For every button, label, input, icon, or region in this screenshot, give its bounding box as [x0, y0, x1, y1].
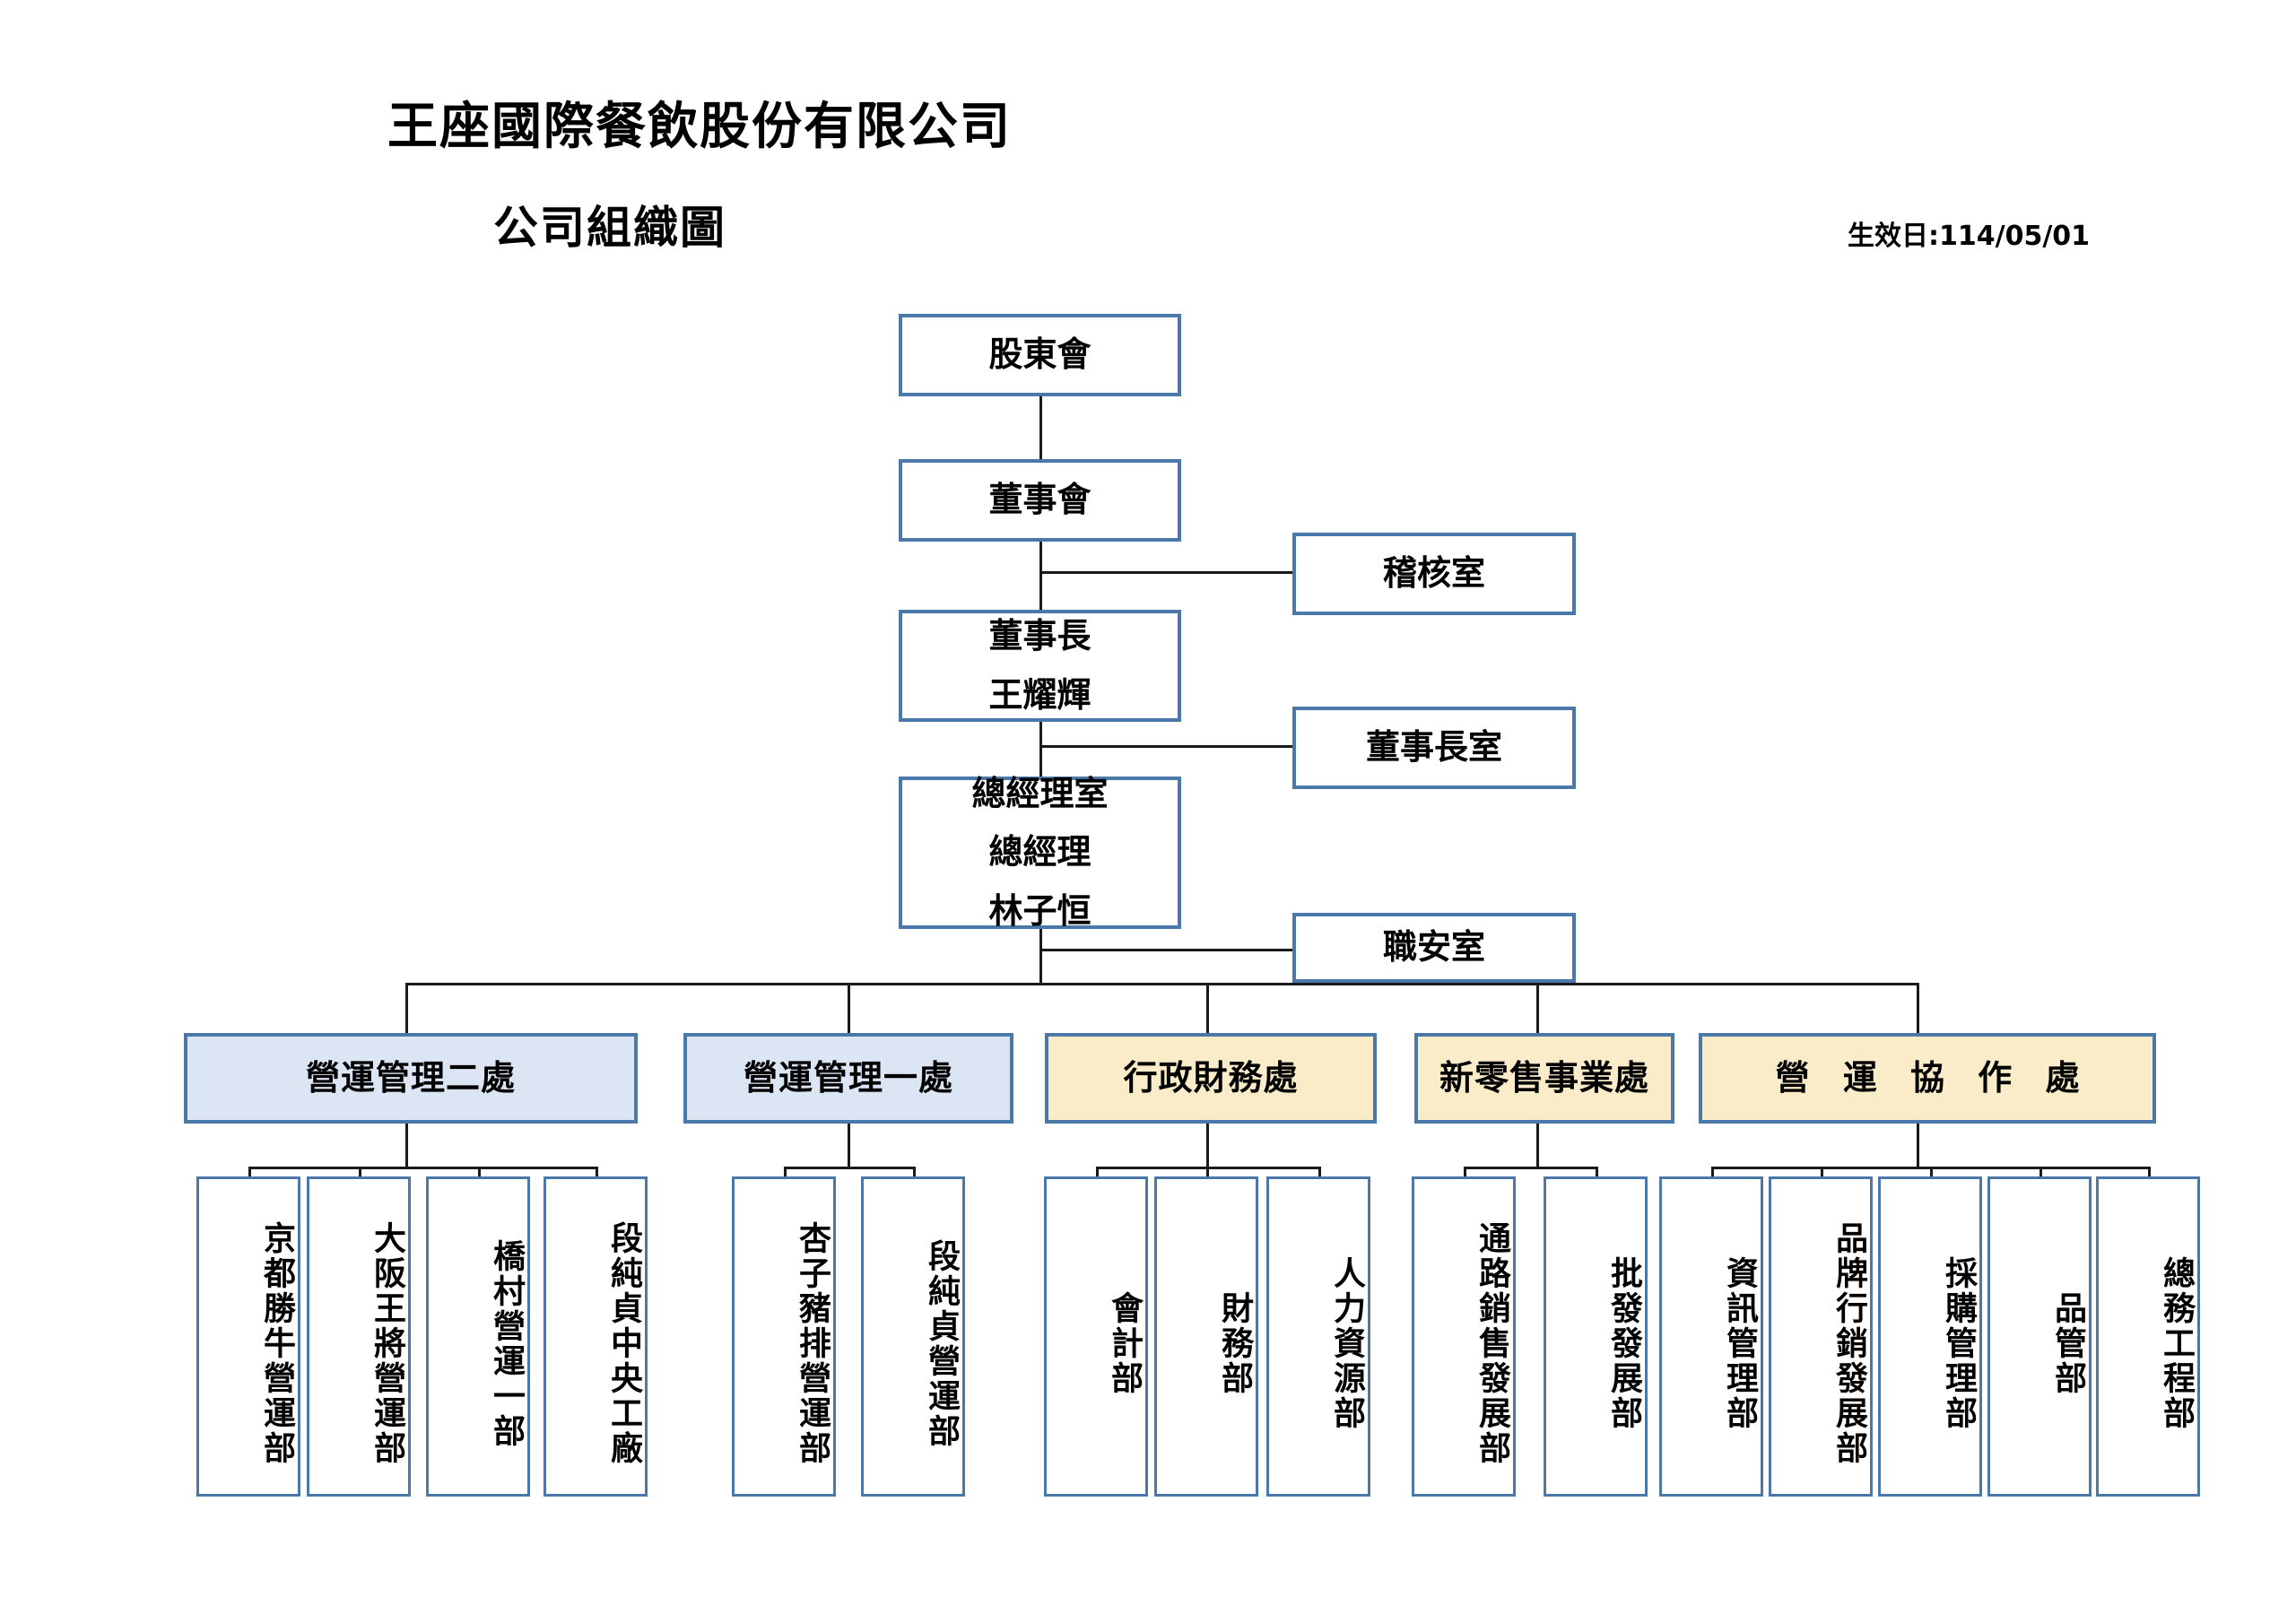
division-2-label: 行政財務處 — [1123, 1057, 1299, 1098]
division-4-label: 營 運 協 作 處 — [1775, 1057, 2091, 1098]
node-chairman[interactable]: 董事長 王耀輝 — [899, 610, 1181, 722]
node-audit-office[interactable]: 稽核室 — [1292, 533, 1576, 615]
connector-div4-bus — [1711, 1167, 2148, 1169]
division-0-label: 營運管理二處 — [305, 1057, 516, 1098]
node-shareholders[interactable]: 股東會 — [899, 314, 1181, 396]
effective-date: 生效日:114/05/01 — [1848, 221, 2091, 252]
department-4-4-label: 總務工程部 — [2158, 1256, 2195, 1431]
department-2-1-label: 財務部 — [1216, 1291, 1253, 1396]
department-2-0[interactable]: 會計部 — [1044, 1176, 1148, 1497]
department-0-3[interactable]: 段純貞中央工廠 — [544, 1176, 648, 1497]
node-audit-office-label: 稽核室 — [1382, 553, 1485, 594]
node-chairman-name: 王耀輝 — [988, 674, 1091, 715]
division-3-label: 新零售事業處 — [1439, 1057, 1649, 1098]
department-4-1[interactable]: 品牌行銷發展部 — [1769, 1176, 1873, 1497]
connector-gm-bus — [1039, 925, 1042, 985]
department-4-3-label: 品管部 — [2049, 1291, 2086, 1396]
division-2[interactable]: 行政財務處 — [1045, 1033, 1377, 1124]
node-gm-office-label: 總經理室 — [971, 774, 1109, 814]
department-0-0[interactable]: 京都勝牛營運部 — [196, 1176, 300, 1497]
connector-chairman-gm — [1039, 717, 1042, 778]
connector-shareholders-board — [1039, 395, 1042, 459]
node-safety-office[interactable]: 職安室 — [1292, 913, 1576, 983]
department-1-0[interactable]: 杏子豬排營運部 — [732, 1176, 836, 1497]
connector-board-chairman — [1039, 538, 1042, 610]
department-4-3[interactable]: 品管部 — [1987, 1176, 2092, 1497]
node-gm-office[interactable]: 總經理室 總經理 林子恒 — [899, 774, 1181, 931]
connector-div1-stem — [848, 1124, 850, 1167]
department-3-1[interactable]: 批發發展部 — [1544, 1176, 1648, 1497]
department-0-2-label: 橋村營運一部 — [488, 1238, 525, 1449]
department-4-2-label: 採購管理部 — [1940, 1256, 1977, 1431]
company-title: 王座國際餐飲股份有限公司 — [387, 98, 1012, 156]
department-4-2[interactable]: 採購管理部 — [1878, 1176, 1982, 1497]
connector-div0-bus — [248, 1167, 596, 1169]
department-2-2-label: 人力資源部 — [1328, 1256, 1365, 1431]
department-4-0-label: 資訊管理部 — [1721, 1256, 1758, 1431]
department-2-2[interactable]: 人力資源部 — [1266, 1176, 1370, 1497]
connector-division-bus — [405, 983, 1917, 985]
division-3[interactable]: 新零售事業處 — [1414, 1033, 1674, 1124]
connector-div1-bus — [784, 1167, 913, 1169]
department-0-1[interactable]: 大阪王將營運部 — [307, 1176, 411, 1497]
connector-bus-div-0 — [405, 983, 408, 1033]
node-gm-name: 林子恒 — [988, 890, 1091, 931]
connector-board-audit — [1039, 571, 1292, 574]
department-0-0-label: 京都勝牛營運部 — [258, 1221, 295, 1466]
department-3-0[interactable]: 通路銷售發展部 — [1412, 1176, 1516, 1497]
node-shareholders-label: 股東會 — [988, 334, 1091, 375]
connector-div4-stem — [1917, 1124, 1919, 1167]
department-2-1[interactable]: 財務部 — [1154, 1176, 1258, 1497]
node-gm-title: 總經理 — [988, 832, 1091, 872]
connector-chairman-chairmanoffice — [1039, 745, 1292, 748]
connector-bus-div-3 — [1536, 983, 1539, 1033]
node-board[interactable]: 董事會 — [899, 459, 1181, 542]
department-1-1[interactable]: 段純貞營運部 — [861, 1176, 965, 1497]
node-chairman-office-label: 董事長室 — [1365, 727, 1502, 768]
connector-bus-div-1 — [848, 983, 850, 1033]
department-3-1-label: 批發發展部 — [1605, 1256, 1642, 1431]
department-1-1-label: 段純貞營運部 — [923, 1238, 960, 1449]
department-4-1-label: 品牌行銷發展部 — [1831, 1221, 1867, 1466]
node-safety-office-label: 職安室 — [1382, 927, 1485, 968]
connector-bus-div-4 — [1917, 983, 1919, 1033]
department-1-0-label: 杏子豬排營運部 — [794, 1221, 831, 1466]
department-2-0-label: 會計部 — [1106, 1291, 1143, 1396]
connector-div3-stem — [1536, 1124, 1539, 1167]
division-4[interactable]: 營 運 協 作 處 — [1699, 1033, 2156, 1124]
node-chairman-title: 董事長 — [988, 616, 1091, 656]
department-4-0[interactable]: 資訊管理部 — [1659, 1176, 1763, 1497]
department-0-1-label: 大阪王將營運部 — [369, 1221, 405, 1466]
connector-div0-stem — [405, 1124, 408, 1167]
department-3-0-label: 通路銷售發展部 — [1474, 1221, 1510, 1466]
division-1-label: 營運管理一處 — [743, 1057, 953, 1098]
connector-gm-safety — [1039, 949, 1292, 951]
department-4-4[interactable]: 總務工程部 — [2096, 1176, 2200, 1497]
connector-div3-bus — [1464, 1167, 1596, 1169]
node-board-label: 董事會 — [988, 480, 1091, 520]
page-title: 公司組織圖 — [493, 202, 726, 254]
connector-div2-stem — [1206, 1124, 1209, 1167]
connector-bus-div-2 — [1206, 983, 1209, 1033]
division-1[interactable]: 營運管理一處 — [683, 1033, 1013, 1124]
node-chairman-office[interactable]: 董事長室 — [1292, 707, 1576, 789]
department-0-3-label: 段純貞中央工廠 — [605, 1221, 642, 1466]
division-0[interactable]: 營運管理二處 — [184, 1033, 638, 1124]
department-0-2[interactable]: 橋村營運一部 — [426, 1176, 530, 1497]
